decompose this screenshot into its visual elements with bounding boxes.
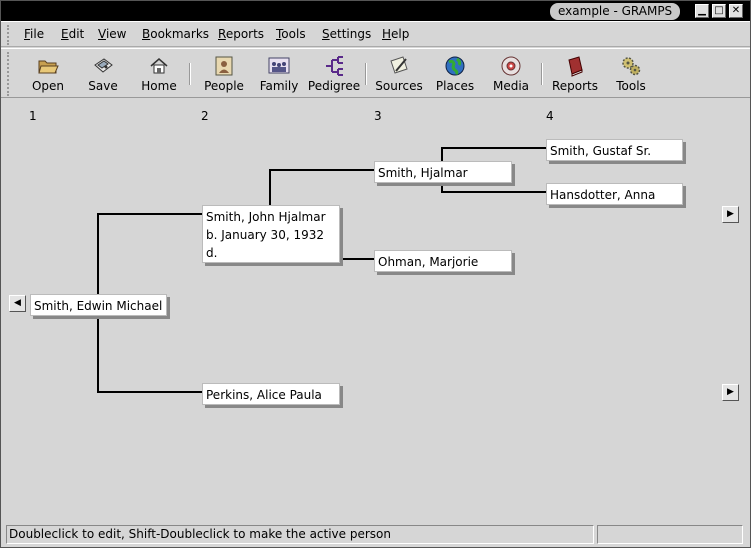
person-box-anna[interactable]: Hansdotter, Anna [546,183,683,205]
tree-connector [341,258,374,260]
places-button[interactable]: Places [427,49,483,97]
generation-label: 3 [374,109,382,123]
toolbar-separator [541,63,543,85]
people-button[interactable]: People [196,49,252,97]
person-death: d. [206,246,218,260]
pedigree-button[interactable]: Pedigree [306,49,362,97]
save-disk-icon [94,58,113,73]
status-message: Doubleclick to edit, Shift-Doubleclick t… [6,525,594,544]
tree-connector [441,191,546,193]
minimize-button[interactable]: ▁ [695,4,709,18]
nav-right-arrow-button[interactable]: ▶ [722,206,739,223]
pedigree-canvas: 1 2 3 4 Smith, Edwin Michael Smith, John… [1,99,750,521]
toolbar: Open Save Home People [1,48,750,98]
menu-tools[interactable]: Tools [276,27,306,41]
media-button[interactable]: Media [483,49,539,97]
reports-button[interactable]: Reports [547,49,603,97]
title-bar: example - GRAMPS ▁ □ ✕ [1,1,750,21]
person-name: Perkins, Alice Paula [206,388,322,402]
menu-bar: File Edit View Bookmarks Reports Tools S… [1,21,750,47]
arrow-right-icon: ▶ [727,387,734,397]
person-portrait-icon [215,56,233,76]
maximize-button[interactable]: □ [712,4,726,18]
person-box-john[interactable]: Smith, John Hjalmar b. January 30, 1932 … [202,205,340,263]
person-name: Ohman, Marjorie [378,255,479,269]
menu-settings[interactable]: Settings [322,27,372,41]
menu-reports[interactable]: Reports [218,27,265,41]
person-name: Hansdotter, Anna [550,188,656,202]
family-icon [268,57,290,74]
generation-label: 2 [201,109,209,123]
home-button[interactable]: Home [131,49,187,97]
sources-pen-icon [390,56,408,74]
status-progress [597,525,743,544]
tree-connector [269,169,271,207]
nav-left-arrow-button[interactable]: ◀ [9,295,26,312]
generation-label: 4 [546,109,554,123]
tree-connector [97,213,202,215]
nav-right-arrow-button[interactable]: ▶ [722,384,739,401]
media-disc-icon [501,56,521,76]
arrow-right-icon: ▶ [727,209,734,219]
home-icon [150,58,168,74]
menu-edit[interactable]: Edit [61,27,85,41]
folder-open-icon [38,60,59,74]
globe-icon [445,56,465,76]
person-birth: b. January 30, 1932 [206,228,324,242]
open-button[interactable]: Open [20,49,76,97]
menu-help[interactable]: Help [382,27,410,41]
menu-bookmarks[interactable]: Bookmarks [142,27,210,41]
person-name: Smith, Edwin Michael [34,299,163,313]
menubar-handle[interactable] [7,25,13,45]
tree-connector [441,147,546,149]
tools-button[interactable]: Tools [603,49,659,97]
person-box-marjorie[interactable]: Ohman, Marjorie [374,250,512,272]
generation-label: 1 [29,109,37,123]
family-button[interactable]: Family [251,49,307,97]
person-box-alice[interactable]: Perkins, Alice Paula [202,383,340,405]
status-bar: Doubleclick to edit, Shift-Doubleclick t… [1,522,750,547]
toolbar-separator [189,63,191,85]
sources-button[interactable]: Sources [371,49,427,97]
tree-connector [97,391,202,393]
person-box-gustaf[interactable]: Smith, Gustaf Sr. [546,139,683,161]
person-name: Smith, Hjalmar [378,166,468,180]
menu-file[interactable]: File [24,27,45,41]
toolbar-separator [365,63,367,85]
menu-view[interactable]: View [98,27,127,41]
save-button[interactable]: Save [75,49,131,97]
person-box-hjalmar[interactable]: Smith, Hjalmar [374,161,512,183]
close-button[interactable]: ✕ [729,4,743,18]
arrow-left-icon: ◀ [14,298,21,308]
book-icon [568,56,583,77]
pedigree-tree-icon [326,56,343,76]
person-box-edwin[interactable]: Smith, Edwin Michael [30,294,167,316]
window-title: example - GRAMPS [550,3,681,20]
tree-connector [269,169,374,171]
gears-icon [622,57,641,76]
person-name: Smith, John Hjalmar [206,210,326,224]
toolbar-handle[interactable] [7,52,13,96]
person-name: Smith, Gustaf Sr. [550,144,652,158]
